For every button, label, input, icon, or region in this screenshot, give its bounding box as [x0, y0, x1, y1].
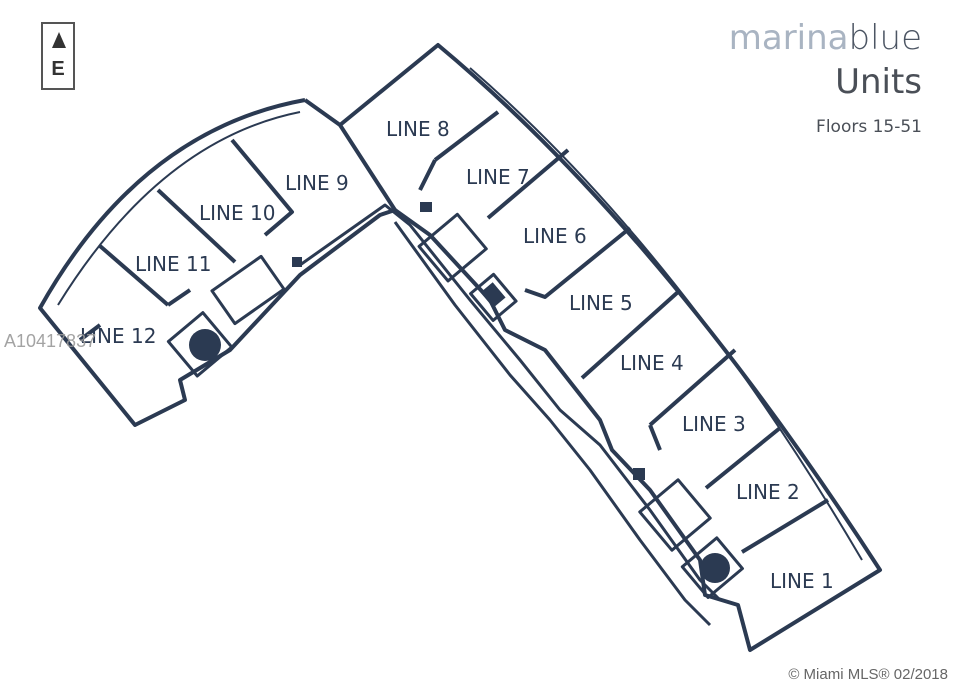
listing-watermark: A10417837 — [4, 331, 97, 351]
unit-label-line-3: LINE 3 — [682, 412, 746, 436]
right-wing-outline — [338, 43, 882, 652]
compass: E — [41, 22, 75, 90]
floors-subtitle: Floors 15-51 — [816, 117, 922, 137]
corridor — [299, 203, 722, 602]
corridor-inner — [393, 221, 712, 627]
brand-logo: marinablue — [728, 18, 922, 58]
elevator-cores — [166, 212, 744, 599]
unit-dividers — [78, 110, 830, 554]
compass-direction: E — [51, 58, 65, 80]
unit-label-line-8: LINE 8 — [386, 117, 450, 141]
unit-label-line-11: LINE 11 — [135, 252, 211, 276]
unit-label-line-5: LINE 5 — [569, 291, 633, 315]
unit-label-line-2: LINE 2 — [736, 480, 800, 504]
unit-label-line-6: LINE 6 — [523, 224, 587, 248]
page-title: Units — [835, 62, 922, 102]
unit-label-line-12: LINE 12 — [80, 324, 156, 348]
unit-label-line-10: LINE 10 — [199, 201, 275, 225]
left-wing-outer-wall — [57, 111, 301, 306]
unit-label-line-7: LINE 7 — [466, 165, 530, 189]
right-wing-outer-wall — [469, 67, 863, 561]
unit-label-line-1: LINE 1 — [770, 569, 834, 593]
stair-fills — [189, 202, 730, 583]
unit-label-line-9: LINE 9 — [285, 171, 349, 195]
left-wing-outline — [38, 98, 397, 427]
copyright-notice: © Miami MLS® 02/2018 — [788, 666, 948, 683]
north-arrow-icon — [52, 32, 66, 48]
unit-label-line-4: LINE 4 — [620, 351, 684, 375]
